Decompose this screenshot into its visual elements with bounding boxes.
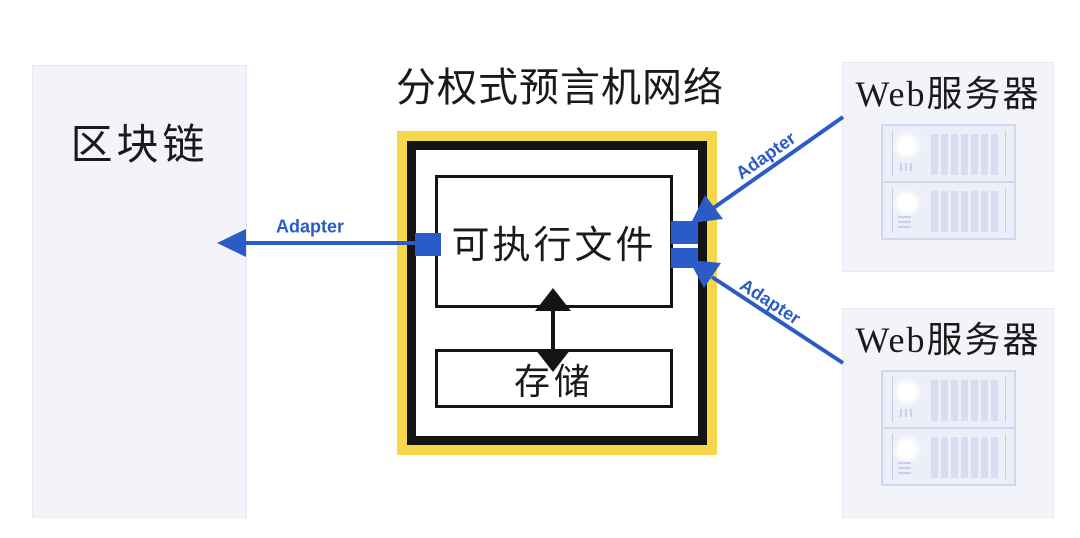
server-icon — [880, 124, 1016, 240]
blockchain-label: 区块链 — [70, 123, 209, 169]
server-unit — [880, 370, 1016, 429]
server-unit — [880, 181, 1016, 240]
vent-icon — [897, 214, 911, 228]
storage-label: 存储 — [513, 361, 594, 402]
led-icon — [897, 137, 916, 155]
drive-bays-icon — [930, 437, 998, 478]
adapter-label-bottom-right: Adapter — [736, 274, 805, 329]
drive-bays-icon — [930, 191, 998, 232]
web-server-box-top: Web服务器 — [842, 62, 1054, 272]
vent-icon — [897, 460, 911, 474]
adapter-label-top-right: Adapter — [732, 127, 800, 184]
web-server-box-bottom: Web服务器 — [842, 308, 1054, 518]
drive-bays-icon — [930, 134, 998, 175]
web-server-title: Web服务器 — [855, 74, 1041, 114]
executable-box: 可执行文件 — [435, 175, 673, 308]
drive-bays-icon — [930, 380, 998, 421]
adapter-arrow-top-right-line — [710, 115, 845, 211]
server-unit — [880, 427, 1016, 486]
vent-icon — [899, 409, 914, 417]
server-unit — [880, 124, 1016, 183]
led-icon — [897, 383, 916, 401]
vent-icon — [899, 163, 914, 171]
executable-label: 可执行文件 — [451, 225, 657, 267]
web-server-title: Web服务器 — [855, 320, 1041, 360]
led-icon — [897, 440, 916, 458]
storage-box: 存储 — [435, 349, 673, 408]
blockchain-box: 区块链 — [32, 65, 247, 518]
server-icon — [880, 370, 1016, 486]
adapter-label-left: Adapter — [275, 216, 345, 237]
led-icon — [897, 194, 916, 212]
oracle-network-title: 分权式预言机网络 — [396, 65, 724, 110]
